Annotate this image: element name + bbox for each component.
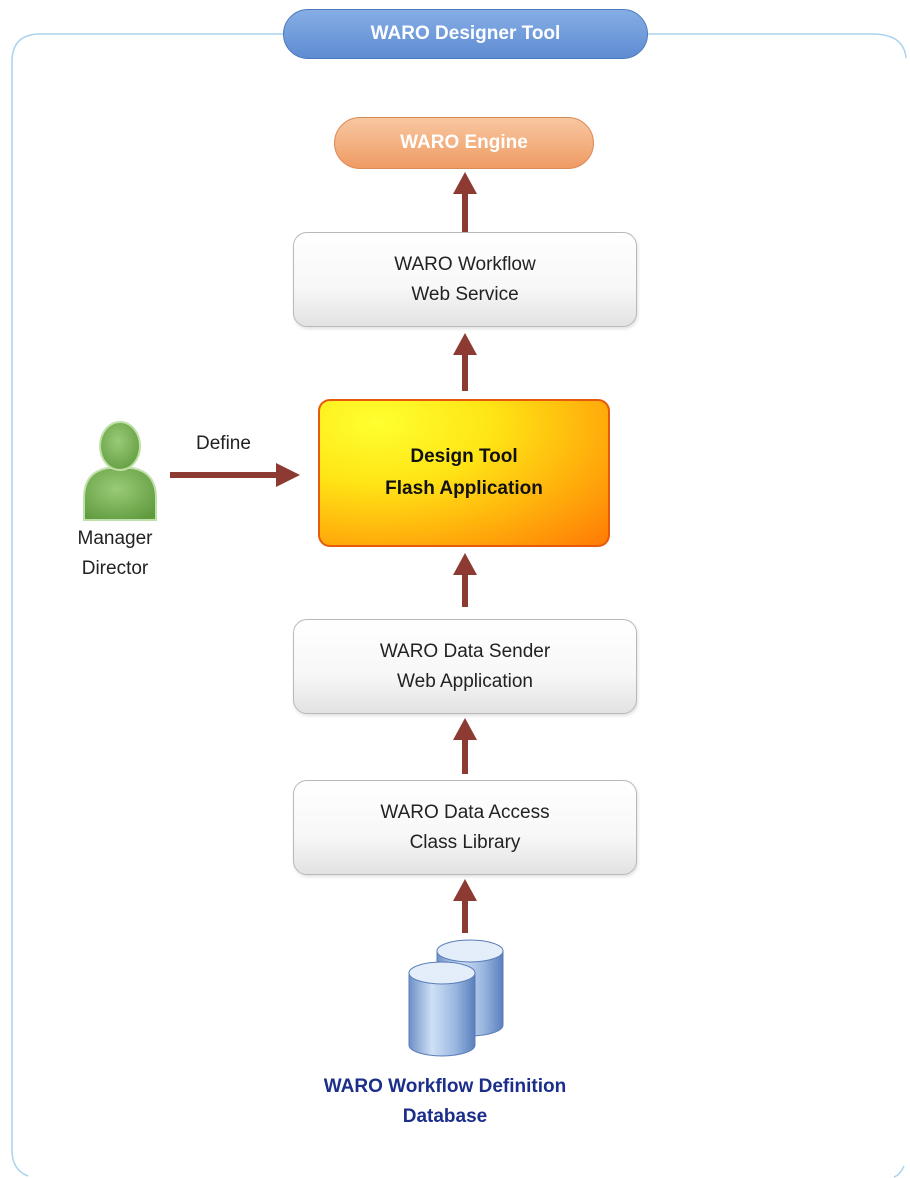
database-icon (408, 939, 504, 1057)
workflow-service-line1: WARO Workflow (394, 253, 536, 275)
user-icon (83, 421, 157, 521)
waro-engine-node: WARO Engine (334, 117, 594, 169)
actor-label: Manager Director (60, 524, 170, 584)
arrow-up-icon (453, 879, 477, 933)
arrow-up-icon (453, 553, 477, 607)
database-line2: Database (402, 1106, 488, 1127)
design-tool-line2: Flash Application (385, 478, 543, 499)
design-tool-line1: Design Tool (410, 446, 518, 467)
diagram-title: WARO Designer Tool (283, 9, 648, 59)
data-sender-line1: WARO Data Sender (379, 640, 551, 662)
data-access-line1: WARO Data Access (380, 801, 550, 823)
database-label: WARO Workflow Definition Database (240, 1072, 650, 1132)
actor-line2: Director (81, 558, 149, 579)
arrow-up-icon (453, 172, 477, 232)
data-sender-node: WARO Data Sender Web Application (293, 619, 637, 714)
arrow-up-icon (453, 333, 477, 391)
define-label: Define (196, 433, 251, 454)
arrow-up-icon (453, 718, 477, 774)
data-access-node: WARO Data Access Class Library (293, 780, 637, 875)
design-tool-node: Design Tool Flash Application (318, 399, 610, 547)
workflow-service-line2: Web Service (411, 283, 519, 305)
actor-line1: Manager (77, 528, 153, 549)
data-sender-line2: Web Application (397, 670, 533, 692)
data-access-line2: Class Library (409, 831, 521, 853)
arrow-right-icon (170, 463, 300, 487)
workflow-web-service-node: WARO Workflow Web Service (293, 232, 637, 327)
database-line1: WARO Workflow Definition (323, 1076, 567, 1097)
